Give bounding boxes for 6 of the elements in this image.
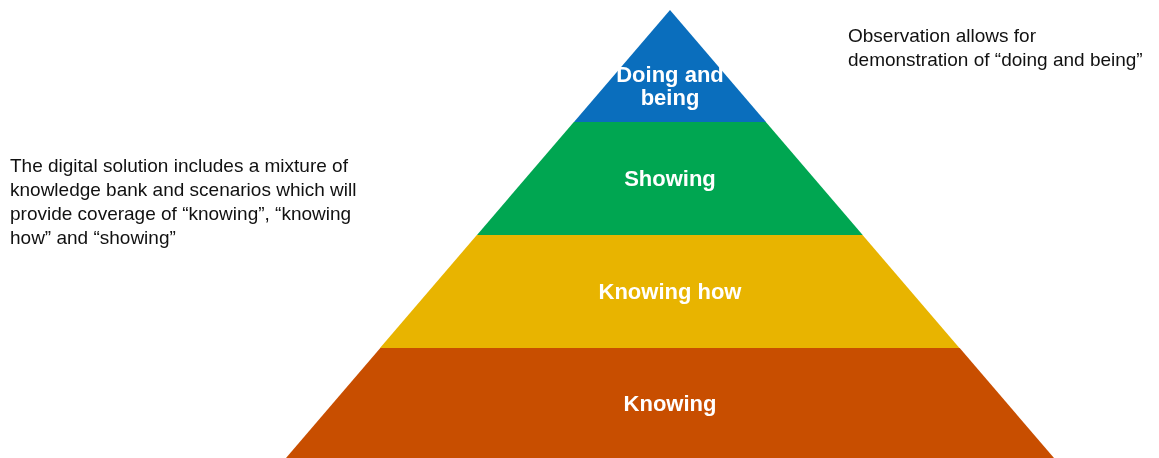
- level-label: Doing and being: [615, 63, 725, 109]
- note-text: The digital solution includes a mixture of knowledge bank and scenarios which will provide coverage of “knowing”, “knowing how” and “showing”: [10, 154, 358, 250]
- level-label: Knowing: [622, 391, 718, 415]
- level-label: Knowing how: [597, 280, 743, 303]
- note-text: Observation allows for demonstration of “doing and being”: [848, 24, 1144, 72]
- level-label: Showing: [623, 167, 717, 190]
